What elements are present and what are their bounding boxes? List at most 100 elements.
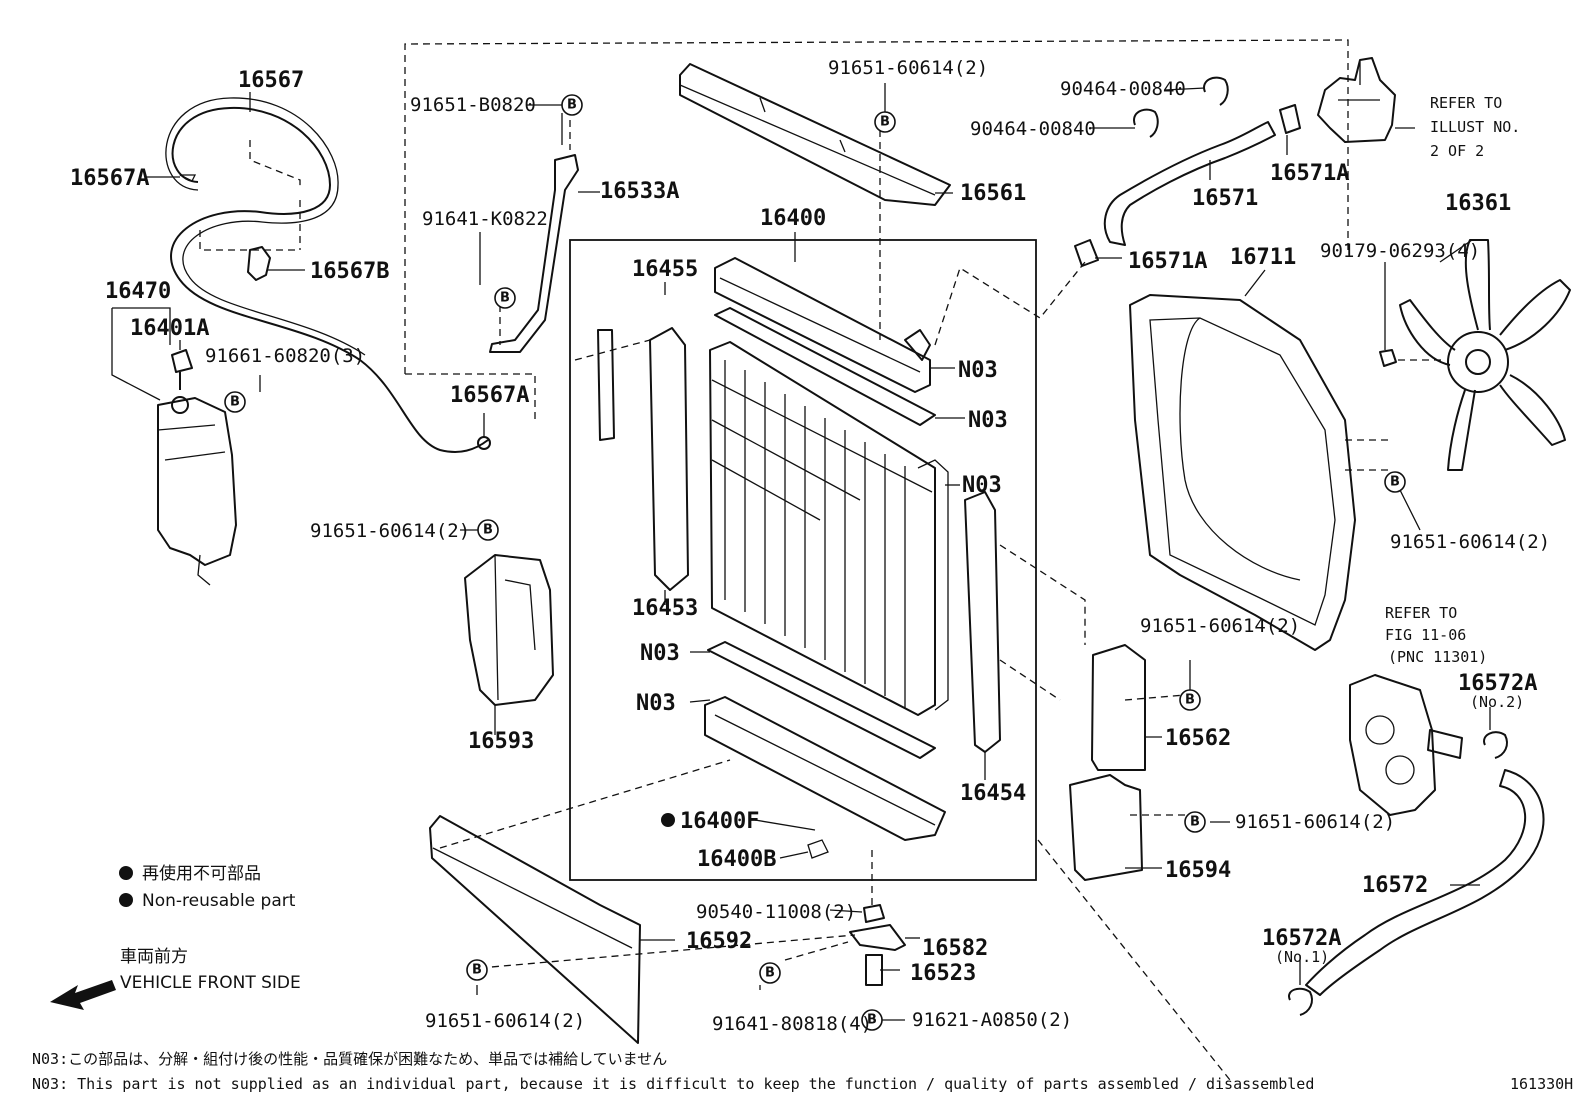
upper-support-16561-edge — [679, 84, 936, 196]
label-90464-a: 90464-00840 — [1060, 78, 1186, 100]
lower-deflector-16592 — [429, 815, 641, 1044]
label-91651-fan: 91651-60614(2) — [1390, 531, 1550, 553]
seal-dash-left — [574, 339, 651, 361]
water-pump-port-1 — [1365, 715, 1395, 745]
reservoir-cap-16401a — [171, 349, 193, 390]
refer-fig-line1: REFER TO — [1385, 604, 1457, 622]
label-16567: 16567 — [238, 68, 304, 93]
label-91651-562: 91651-60614(2) — [1140, 615, 1300, 637]
radiator-lower-tank — [704, 696, 946, 841]
label-91641-k0822: 91641-K0822 — [422, 208, 548, 230]
bolt-marker: B — [1384, 471, 1406, 493]
reservoir-cap — [171, 396, 189, 414]
side-deflector-16593 — [464, 554, 554, 706]
svg-text:B: B — [765, 966, 775, 981]
hose-clamp-16571a-mid — [1074, 239, 1099, 267]
hose-clamp-90464-a — [1203, 76, 1229, 106]
bolt-marker: B — [1184, 811, 1206, 833]
label-16711: 16711 — [1230, 245, 1296, 270]
label-16401a: 16401A — [130, 316, 209, 341]
front-side-en: VEHICLE FRONT SIDE — [120, 973, 301, 993]
fan-nut — [1379, 349, 1397, 367]
legend-jp: 再使用不可部品 — [142, 863, 261, 884]
bolt-markers: B B B B B B B B B B B — [224, 94, 1406, 1031]
svg-text:B: B — [867, 1013, 877, 1028]
reservoir-tank-detail — [157, 424, 226, 586]
radiator-upper-tank — [714, 257, 931, 393]
radiator-side-tank — [917, 459, 949, 711]
label-n03-d: N03 — [640, 641, 680, 666]
water-outlet-detail — [1338, 62, 1380, 101]
clamp-16567b — [247, 246, 271, 281]
label-91651-top: 91651-60614(2) — [828, 57, 988, 79]
label-90464-b: 90464-00840 — [970, 118, 1096, 140]
cushion-90540 — [863, 904, 885, 923]
overflow-hose-group-outline-2 — [405, 373, 536, 420]
bracket-16533a-dash — [499, 120, 571, 345]
radiator-core-fins — [711, 360, 933, 708]
front-arrow-icon — [50, 980, 116, 1010]
bolt-16523 — [865, 954, 883, 986]
bolt-marker: B — [224, 391, 246, 413]
label-16400f: 16400F — [680, 809, 759, 834]
bolt-marker: B — [466, 959, 488, 981]
reservoir-hose-16567 — [170, 106, 489, 453]
label-n03-b: N03 — [968, 408, 1008, 433]
side-seal-16454 — [964, 491, 1001, 753]
label-16453: 16453 — [632, 596, 698, 621]
svg-text:B: B — [1185, 693, 1195, 708]
svg-text:B: B — [472, 963, 482, 978]
bracket-16470 — [111, 307, 171, 401]
refer-fig-line2: FIG 11-06 — [1385, 626, 1466, 644]
label-16400: 16400 — [760, 206, 826, 231]
legend-en: Non-reusable part — [142, 891, 296, 911]
label-16572: 16572 — [1362, 873, 1428, 898]
bolt-marker: B — [561, 94, 583, 116]
lower-deflector-16592-edge — [432, 847, 633, 949]
label-16454: 16454 — [960, 781, 1026, 806]
upper-tank-inner — [719, 277, 921, 373]
label-90540-11008: 90540-11008(2) — [696, 901, 856, 923]
label-91651-b0820: 91651-B0820 — [410, 94, 536, 116]
water-pump-port-2 — [1385, 755, 1415, 785]
reservoir-hose-16567-inner — [165, 97, 366, 356]
svg-text:B: B — [483, 523, 493, 538]
deflector-dash-right — [1037, 694, 1231, 1081]
cooling-fan-16361 — [1399, 239, 1571, 471]
upper-support-16561 — [679, 63, 951, 206]
bracket-16582 — [849, 924, 906, 951]
legend-dot-en — [119, 893, 133, 907]
deflector-dash — [439, 759, 856, 969]
upper-gasket — [714, 307, 936, 426]
label-16567b: 16567B — [310, 259, 389, 284]
label-91661-60820: 91661-60820(3) — [205, 345, 365, 367]
svg-text:B: B — [1390, 475, 1400, 490]
label-16572a-no1-sub: (No.1) — [1275, 948, 1329, 966]
reservoir-tank-16470 — [157, 397, 237, 566]
water-pump-outlet — [1427, 729, 1463, 759]
shroud-dash — [934, 261, 1390, 471]
seal-dash-right — [999, 544, 1086, 701]
label-16455: 16455 — [632, 257, 698, 282]
legend: 再使用不可部品 Non-reusable part 車両前方 VEHICLE F… — [50, 863, 301, 1010]
label-91641-80818: 91641-80818(4) — [712, 1013, 872, 1035]
label-16533a: 16533A — [600, 179, 679, 204]
radiator-filler-neck — [904, 329, 931, 361]
hose-routing-dash-1 — [199, 140, 301, 251]
bracket-16533a — [489, 154, 579, 353]
water-pump — [1349, 674, 1436, 816]
mount-dash — [784, 850, 873, 961]
label-16562: 16562 — [1165, 726, 1231, 751]
fan-shroud-16711 — [1129, 294, 1356, 651]
label-16572a-no1: 16572A — [1262, 926, 1341, 951]
bolt-marker: B — [1179, 689, 1201, 711]
front-side-jp: 車両前方 — [120, 947, 188, 967]
label-16572a-no2: 16572A — [1458, 671, 1537, 696]
hose-clamp-16571a-top — [1279, 104, 1301, 134]
label-16400b: 16400B — [697, 847, 776, 872]
label-16561: 16561 — [960, 181, 1026, 206]
label-16592: 16592 — [686, 929, 752, 954]
refer-fig-line3: (PNC 11301) — [1388, 648, 1487, 666]
label-16572a-no2-sub: (No.2) — [1470, 693, 1524, 711]
label-90179-06293: 90179-06293(4) — [1320, 240, 1480, 262]
